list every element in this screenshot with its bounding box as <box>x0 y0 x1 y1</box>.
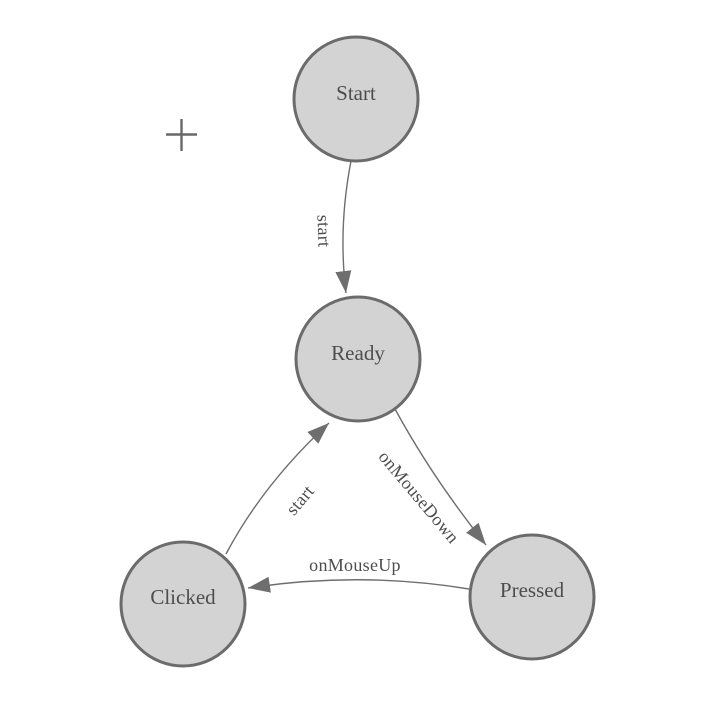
crosshair-icon <box>166 119 197 151</box>
edge-path-clicked-to-ready[interactable] <box>225 422 330 555</box>
edge-start-to-ready: start <box>313 160 352 294</box>
edge-clicked-to-ready: start <box>225 422 330 555</box>
node-start[interactable]: Start <box>292 35 420 163</box>
edge-path-ready-to-pressed[interactable] <box>394 408 487 546</box>
node-clicked[interactable]: Clicked <box>119 540 247 668</box>
edge-label-pressed-to-clicked: onMouseUp <box>309 555 401 575</box>
edge-pressed-to-clicked: onMouseUp <box>247 555 470 593</box>
node-clicked-circle[interactable] <box>119 540 247 668</box>
node-pressed[interactable]: Pressed <box>468 533 596 661</box>
node-pressed-label: Pressed <box>500 578 565 602</box>
node-start-label: Start <box>336 81 376 105</box>
node-ready[interactable]: Ready <box>294 295 422 423</box>
edge-label-start-to-ready: start <box>313 214 334 247</box>
edge-ready-to-pressed: onMouseDown <box>375 408 487 547</box>
node-start-circle[interactable] <box>292 35 420 163</box>
edge-path-start-to-ready[interactable] <box>335 160 352 294</box>
node-clicked-label: Clicked <box>150 585 216 609</box>
edge-path-pressed-to-clicked[interactable] <box>247 576 470 593</box>
node-ready-label: Ready <box>331 341 385 365</box>
nodes-layer: Start Ready Clicked Pressed <box>119 35 596 668</box>
edge-label-clicked-to-ready: start <box>282 481 318 519</box>
node-ready-circle[interactable] <box>294 295 422 423</box>
node-pressed-circle[interactable] <box>468 533 596 661</box>
